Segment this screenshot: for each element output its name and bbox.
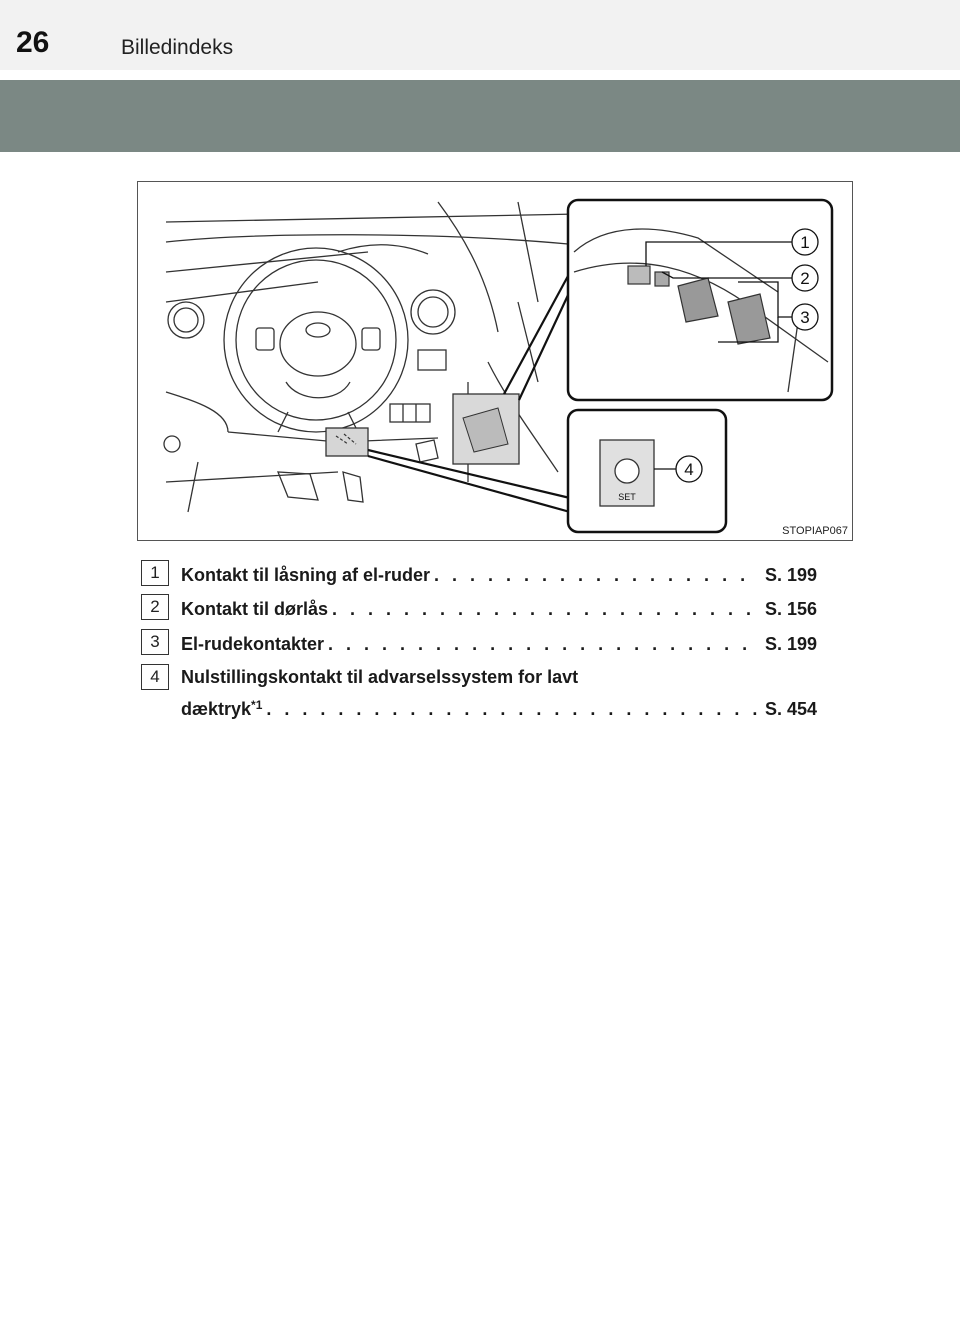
leader-dots: . . . . . . . . . . . . . . . . . . . . … <box>328 634 759 654</box>
dashboard-illustration: 1 2 3 SET 4 STOPIAP067 <box>137 181 853 541</box>
tire-reset-switch-label: SET <box>618 492 636 502</box>
svg-text:3: 3 <box>800 308 809 327</box>
entry-line: dæktryk*1 . . . . . . . . . . . . . . . … <box>181 694 817 720</box>
leader-dots: . . . . . . . . . . . . . . . . . . . . … <box>266 699 759 719</box>
entry-line: Kontakt til låsning af el-ruder . . . . … <box>181 560 817 586</box>
item-marker: 2 <box>141 594 169 620</box>
header-band <box>0 80 960 152</box>
svg-text:2: 2 <box>800 269 809 288</box>
page-reference[interactable]: S. 199 <box>764 565 817 585</box>
callout-3: 3 <box>791 303 819 331</box>
figure-code: STOPIAP067 <box>782 525 848 537</box>
page-reference[interactable]: S. 454 <box>764 699 817 719</box>
page-header-strip <box>0 0 960 70</box>
page-reference[interactable]: S. 156 <box>764 599 817 619</box>
item-marker: 1 <box>141 560 169 586</box>
dashboard-line-drawing: 1 2 3 SET 4 <box>163 198 834 534</box>
item-marker: 4 <box>141 664 169 690</box>
page-number: 26 <box>16 26 50 59</box>
svg-text:4: 4 <box>684 460 693 479</box>
entry-line: Kontakt til dørlås . . . . . . . . . . .… <box>181 594 817 620</box>
entry-label-line1: Nulstillingskontakt til advarselssystem … <box>181 667 579 687</box>
page-reference[interactable]: S. 199 <box>764 634 817 654</box>
svg-text:1: 1 <box>800 233 809 252</box>
entry-line: El-rudekontakter . . . . . . . . . . . .… <box>181 629 817 655</box>
entry-label: Kontakt til dørlås <box>181 599 329 619</box>
entry-label: Kontakt til låsning af el-ruder <box>181 565 431 585</box>
entry-label: El-rudekontakter <box>181 634 325 654</box>
callout-1: 1 <box>791 228 819 256</box>
callout-4: 4 <box>675 455 703 483</box>
leader-dots: . . . . . . . . . . . . . . . . . . . . … <box>434 565 759 585</box>
footnote-marker: *1 <box>251 698 263 712</box>
entry-label-line2: dæktryk <box>181 699 252 719</box>
entry-label: dæktryk*1 <box>181 699 266 720</box>
leader-dots: . . . . . . . . . . . . . . . . . . . . … <box>332 599 759 619</box>
callout-2: 2 <box>791 264 819 292</box>
section-title: Billedindeks <box>121 36 234 59</box>
item-marker: 3 <box>141 629 169 655</box>
